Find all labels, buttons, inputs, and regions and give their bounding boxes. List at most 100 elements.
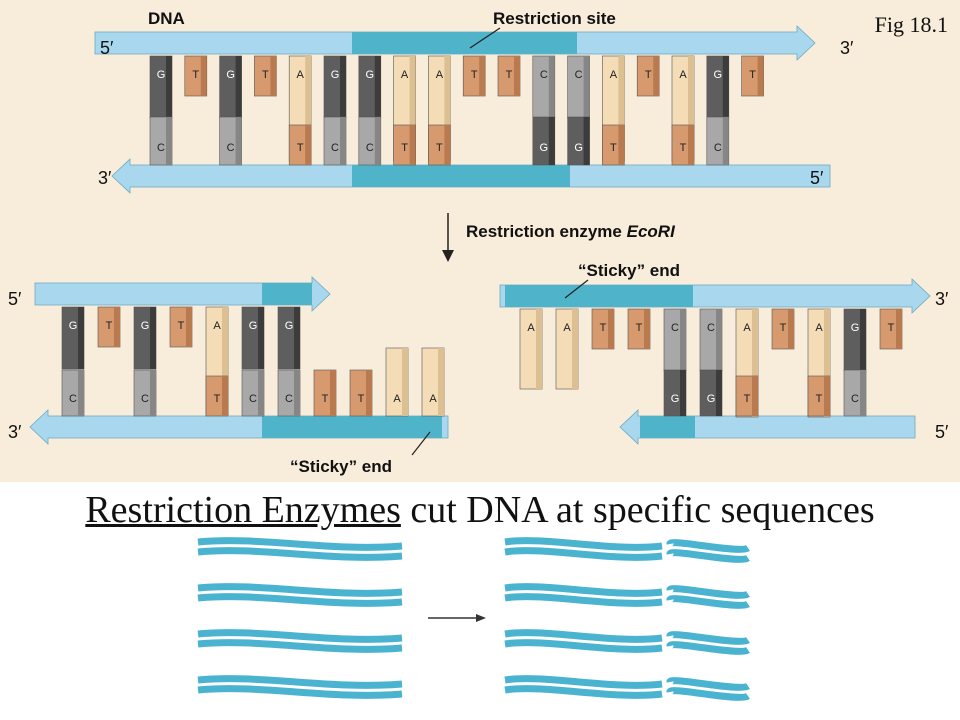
base-shade [409, 56, 416, 161]
right-top-base: C [663, 308, 687, 372]
base-shade [78, 370, 84, 416]
strand-line [666, 677, 750, 691]
strand-line [666, 641, 750, 655]
base-shade [896, 309, 902, 349]
right-top-base: T [591, 308, 615, 350]
bottom-strand-base: T [602, 124, 625, 166]
strand-line [504, 639, 663, 653]
base-shade [150, 307, 156, 369]
left-top-base: G [241, 306, 265, 370]
strand-line [197, 629, 403, 643]
base-shade [722, 56, 729, 118]
base-letter: C [157, 142, 165, 154]
base-shade [374, 117, 381, 165]
left-site-lower [262, 416, 442, 438]
top-strand-base: G [219, 55, 242, 119]
base-letter: C [227, 142, 235, 154]
left-bottom-base: A [421, 347, 445, 417]
top-three-prime: 3′ [840, 38, 854, 58]
base-shade [270, 56, 277, 96]
base-shade [653, 56, 660, 96]
left-top-base: T [97, 306, 121, 348]
base-shade [340, 56, 346, 118]
cut-dna-piece-left [504, 675, 663, 699]
base-letter: T [401, 142, 408, 154]
base-letter: G [285, 320, 294, 332]
base-letter: C [851, 393, 859, 405]
base-letter: C [141, 393, 149, 405]
base-letter: A [436, 69, 444, 81]
top-strand-base: T [741, 55, 764, 97]
base-shade [186, 307, 192, 347]
uncut-dna-strand [197, 583, 403, 607]
base-letter: G [574, 142, 583, 154]
uncut-dna-strand [197, 629, 403, 653]
base-letter: A [527, 322, 535, 334]
base-shade [78, 307, 84, 369]
restriction-site-upper [352, 32, 577, 54]
base-letter: G [69, 320, 78, 332]
base-letter: C [69, 393, 77, 405]
base-shade [688, 125, 694, 165]
bottom-strand-base: G [567, 116, 590, 166]
bottom-strand-base: T [428, 124, 451, 166]
base-letter: T [744, 393, 751, 405]
right-top-base: T [771, 308, 795, 350]
base-shade [438, 348, 444, 416]
dna-strands-illustration [197, 537, 750, 701]
base-shade [514, 56, 520, 96]
top-strand-base: T [636, 55, 660, 97]
strand-line [504, 583, 663, 597]
right-bottom-base: G [663, 369, 687, 417]
right-site-upper [505, 285, 693, 307]
base-shade [444, 56, 451, 161]
base-shade [235, 56, 242, 118]
base-letter: T [358, 393, 365, 405]
base-letter: T [297, 142, 304, 154]
caption: Restriction Enzymes cut DNA at specific … [0, 488, 960, 532]
base-shade [340, 117, 346, 165]
strand-line [666, 539, 750, 553]
base-letter: T [645, 69, 652, 81]
left-bottom-base: T [349, 369, 373, 417]
base-shade [752, 376, 758, 416]
right-bottom-base: C [843, 369, 867, 417]
base-shade [752, 309, 758, 417]
base-letter: G [851, 322, 860, 334]
bottom-strand-base: C [358, 116, 382, 166]
base-letter: A [213, 320, 221, 332]
base-letter: C [285, 393, 293, 405]
base-letter: G [671, 393, 680, 405]
strand-line [504, 685, 663, 699]
base-shade [824, 376, 830, 416]
base-shade [235, 117, 242, 165]
right-sticky-label: “Sticky” end [578, 261, 680, 280]
base-letter: G [331, 69, 340, 81]
top-strand-base: G [358, 55, 382, 119]
left-bottom-base: C [277, 369, 301, 417]
figure-label: Fig 18.1 [874, 12, 948, 37]
top-strand-base: T [462, 55, 486, 97]
strand-line [197, 537, 403, 551]
strand-line [504, 547, 663, 561]
caption-rest: cut DNA at specific sequences [400, 489, 875, 531]
base-letter: G [226, 69, 235, 81]
left-five-prime: 5′ [8, 289, 22, 309]
base-shade [536, 309, 542, 389]
top-strand-base: T [184, 55, 208, 97]
top-strand-base: G [323, 55, 347, 119]
strand-line [197, 675, 403, 689]
base-letter: C [671, 322, 679, 334]
base-letter: T [600, 322, 607, 334]
base-letter: G [707, 393, 716, 405]
base-letter: A [563, 322, 571, 334]
left-backbone-upper [34, 276, 331, 312]
strand-line [666, 549, 750, 563]
site-leader-line [469, 27, 501, 49]
base-shade [258, 370, 264, 416]
base-letter: A [429, 393, 437, 405]
base-shade [583, 117, 590, 165]
base-shade [716, 370, 722, 416]
base-shade [402, 348, 408, 416]
